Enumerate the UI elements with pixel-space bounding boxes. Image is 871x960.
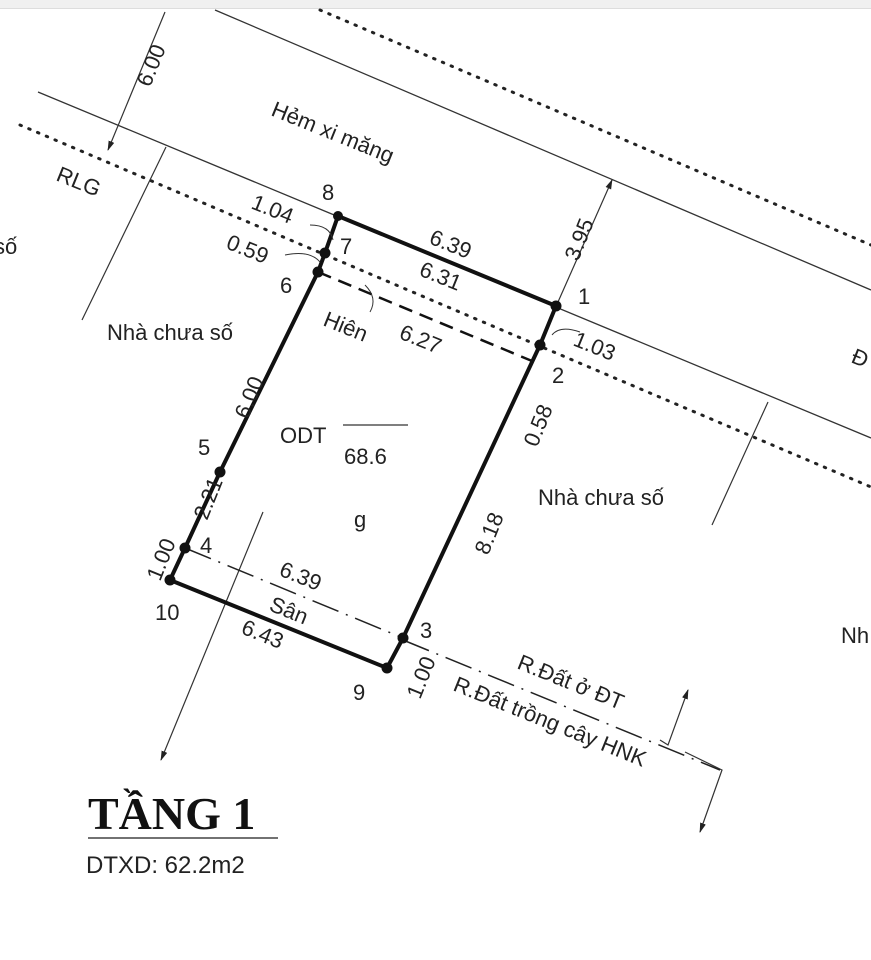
- porch-line: [317, 270, 533, 363]
- neighbor-right-label: Nhà chưa số: [538, 485, 664, 510]
- dim-10-9: 6.43: [238, 614, 287, 653]
- dim-8-7: 1.04: [248, 189, 297, 228]
- land-area-label: 68.6: [344, 444, 387, 469]
- parcel-mark-label: g: [354, 507, 366, 532]
- rlg-label: RLG: [53, 161, 104, 201]
- leader-0-59: [284, 253, 321, 263]
- window-top-bar: [0, 0, 871, 9]
- dim-2-3-top: 0.58: [518, 401, 557, 450]
- vertex-8: [333, 211, 343, 221]
- dim-2-3: 8.18: [469, 509, 508, 558]
- vertex-1: [550, 300, 562, 312]
- front-offset-arrow: [557, 179, 613, 303]
- point-label-2: 2: [552, 363, 564, 388]
- point-label-3: 3: [420, 618, 432, 643]
- dim-6-2: 6.27: [396, 319, 445, 358]
- point-label-6: 6: [280, 273, 292, 298]
- dim-8-1: 6.39: [426, 224, 475, 263]
- vertex-6: [312, 266, 324, 278]
- setback-dotted-line: [18, 123, 871, 489]
- dim-4-10: 1.00: [141, 535, 180, 584]
- road-offset-arrow: [107, 11, 166, 151]
- road-edge-line: [214, 9, 871, 291]
- far-right-label: Đ: [848, 343, 871, 372]
- vertex-4: [179, 542, 191, 554]
- point-label-9: 9: [353, 680, 365, 705]
- yard-boundary-line: [184, 547, 404, 639]
- road-dotted-line: [318, 8, 871, 247]
- dim-5-4: 2.21: [188, 474, 227, 523]
- point-label-1: 1: [578, 284, 590, 309]
- vertex-2: [534, 339, 546, 351]
- point-label-8: 8: [322, 180, 334, 205]
- land-code-label: ODT: [280, 423, 326, 448]
- dim-front-offset: 3.95: [559, 215, 598, 264]
- point-label-4: 4: [200, 533, 212, 558]
- dim-road-offset: 6.00: [131, 41, 170, 90]
- zone-boundary-arrow-up: [659, 689, 689, 746]
- dim-3-9: 1.00: [401, 653, 440, 702]
- neighbor-left-edge-label: số: [0, 234, 17, 259]
- porch-label: Hiên: [320, 306, 371, 346]
- build-area-label: DTXD: 62.2m2: [86, 852, 245, 879]
- long-arrow: [160, 511, 264, 761]
- point-label-10: 10: [155, 600, 179, 625]
- vertex-markers: [164, 211, 562, 674]
- road-label: Hẻm xi măng: [268, 96, 398, 168]
- point-label-7: 7: [340, 234, 352, 259]
- neighbor-right-edge-label: Nh: [841, 623, 869, 648]
- parcel-boundary: [168, 214, 558, 670]
- leader-1-04: [309, 224, 334, 241]
- zone-boundary-line: [402, 639, 721, 771]
- neighbor-divider-left: [81, 146, 167, 321]
- neighbor-left-label: Nhà chưa số: [107, 320, 233, 345]
- zone-boundary-arrow-down: [684, 751, 723, 833]
- dim-1-2: 1.03: [570, 326, 619, 365]
- dim-7-6: 0.59: [223, 229, 272, 268]
- dim-6-5: 6.00: [229, 373, 268, 422]
- floor-title: TẦNG 1: [88, 787, 255, 839]
- leader-1-03: [551, 328, 581, 336]
- point-label-5: 5: [198, 435, 210, 460]
- vertex-7: [319, 247, 331, 259]
- vertex-9: [381, 662, 393, 674]
- vertex-3: [397, 632, 409, 644]
- vertex-5: [214, 466, 226, 478]
- neighbor-divider-right: [711, 401, 769, 526]
- leader-porch: [364, 284, 374, 313]
- vertex-10: [164, 574, 176, 586]
- dim-7-line: 6.31: [416, 256, 465, 295]
- dim-4-3: 6.39: [276, 556, 325, 595]
